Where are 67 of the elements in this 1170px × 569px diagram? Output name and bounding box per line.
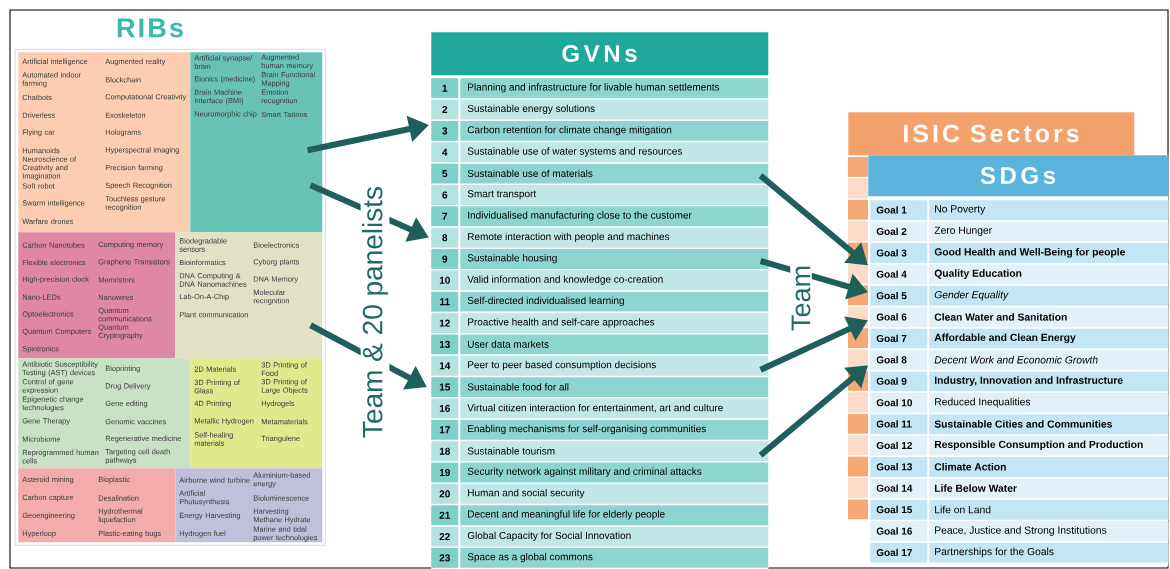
number-cell: 21: [431, 505, 459, 526]
goal-cell: Goal 6: [870, 307, 928, 328]
number-cell: 5: [431, 163, 459, 184]
table-header: SDGs: [868, 155, 1169, 197]
goal-cell: Goal 17: [870, 542, 928, 563]
description-cell: Space as a global commons: [460, 547, 769, 568]
table-header: GVNs: [431, 32, 769, 76]
description-cell: User data markets: [460, 334, 769, 355]
goal-cell: Goal 15: [870, 499, 928, 520]
number-cell: 3: [431, 120, 459, 141]
number-cell: 12: [431, 313, 459, 334]
description-cell: Planning and infrastructure for livable human settlements: [460, 78, 769, 99]
number-cell: 23: [431, 547, 459, 568]
description-cell: Smart transport: [460, 185, 769, 205]
goal-cell: Goal 7: [870, 328, 928, 349]
description-cell: Enabling mechanisms for self-organising communities: [460, 419, 769, 440]
table-header: ISIC Sectors: [848, 112, 1135, 156]
goal-cell: Goal 3: [870, 243, 928, 263]
number-cell: 8: [431, 227, 459, 248]
description-cell: Security network against military and criminal attacks: [460, 462, 769, 483]
goal-cell: Goal 11: [870, 414, 928, 435]
number-cell: 6: [431, 185, 459, 205]
number-cell: 9: [431, 249, 459, 269]
number-cell: 13: [431, 334, 459, 355]
goal-cell: Goal 10: [870, 392, 928, 413]
rotated-label: Team & 20 panelists: [360, 184, 390, 440]
description-cell: Sustainable tourism: [460, 441, 769, 462]
description-cell: Individualised manufacturing close to the customer: [460, 206, 769, 227]
description-cell: Sustainable food for all: [460, 377, 769, 398]
description-cell: Sustainable use of water systems and resources: [460, 142, 769, 163]
number-cell: 20: [431, 484, 459, 504]
number-cell: 1: [431, 78, 459, 99]
number-cell: 22: [431, 526, 459, 547]
description-cell: Proactive health and self-care approaches: [460, 313, 769, 334]
goal-cell: Goal 16: [870, 521, 928, 542]
number-cell: 14: [431, 355, 459, 376]
number-cell: 15: [431, 377, 459, 398]
number-cell: 2: [431, 99, 459, 120]
number-cell: 10: [431, 270, 459, 291]
description-cell: Self-directed individualised learning: [460, 291, 769, 312]
number-cell: 4: [431, 142, 459, 163]
number-cell: 11: [431, 291, 459, 312]
goal-cell: Goal 12: [870, 435, 928, 456]
description-cell: Valid information and knowledge co-creation: [460, 270, 769, 291]
goal-cell: Goal 2: [870, 221, 928, 242]
goal-cell: Goal 9: [870, 371, 928, 392]
goal-cell: Goal 14: [870, 478, 928, 499]
rotated-label: Team: [790, 263, 812, 333]
description-cell: Virtual citizen interaction for entertainment, art and culture: [460, 398, 769, 419]
description-cell: Human and social security: [460, 484, 769, 504]
description-cell: Decent and meaningful life for elderly people: [460, 505, 769, 526]
description-cell: Sustainable housing: [460, 249, 769, 269]
number-cell: 18: [431, 441, 459, 462]
goal-cell: Goal 13: [870, 457, 928, 477]
panel-title: RIBs: [112, 14, 188, 42]
description-cell: Sustainable energy solutions: [460, 99, 769, 120]
description-cell: Global Capacity for Social Innovation: [460, 526, 769, 547]
number-cell: 16: [431, 398, 459, 419]
number-cell: 19: [431, 462, 459, 483]
goal-cell: Goal 5: [870, 285, 928, 306]
goal-cell: Goal 8: [870, 350, 928, 370]
description-cell: Carbon retention for climate change mitigation: [460, 120, 769, 141]
number-cell: 17: [431, 419, 459, 440]
number-cell: 7: [431, 206, 459, 227]
description-cell: Remote interaction with people and machines: [460, 227, 769, 248]
goal-cell: Goal 1: [870, 200, 928, 221]
goal-cell: Goal 4: [870, 264, 928, 285]
